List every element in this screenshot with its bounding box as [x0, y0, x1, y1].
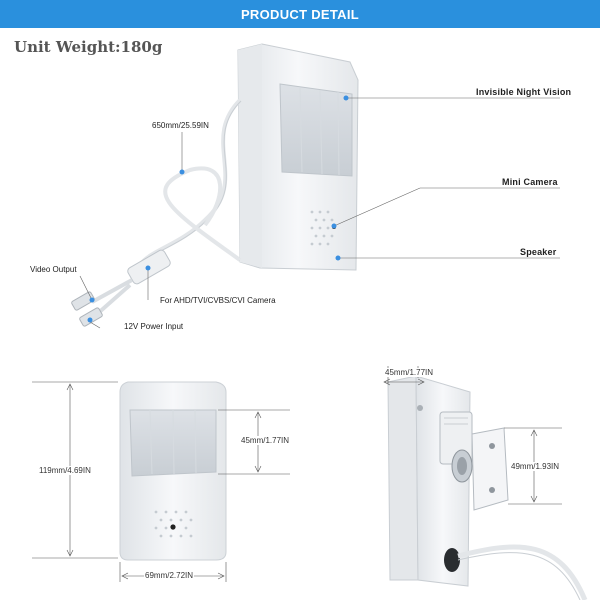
lens-window-dimension: 45mm/1.77IN — [240, 436, 291, 445]
product-detail-banner: PRODUCT DETAIL — [0, 0, 600, 28]
depth-dimension: 45mm/1.77IN — [384, 368, 435, 377]
callout-dots — [87, 95, 349, 323]
height-dimension: 119mm/4.69IN — [38, 466, 92, 475]
cable-length-label: 650mm/25.59IN — [152, 121, 209, 130]
format-label: For AHD/TVI/CVBS/CVI Camera — [160, 296, 276, 305]
banner-title: PRODUCT DETAIL — [240, 6, 360, 22]
video-output-label: Video Output — [30, 265, 77, 274]
width-dimension: 69mm/2.72IN — [144, 571, 195, 580]
camera-top-view — [71, 43, 359, 327]
night-vision-label: Invisible Night Vision — [476, 87, 572, 97]
mini-camera-label: Mini Camera — [502, 177, 558, 187]
power-input-label: 12V Power Input — [124, 322, 184, 331]
top-leader-lines — [79, 97, 560, 329]
speaker-label: Speaker — [520, 247, 557, 257]
camera-side-view — [387, 375, 588, 600]
camera-front-view — [119, 381, 227, 561]
bracket-dimension: 49mm/1.93IN — [510, 462, 561, 471]
unit-weight-label: Unit Weight:180g — [14, 38, 163, 56]
